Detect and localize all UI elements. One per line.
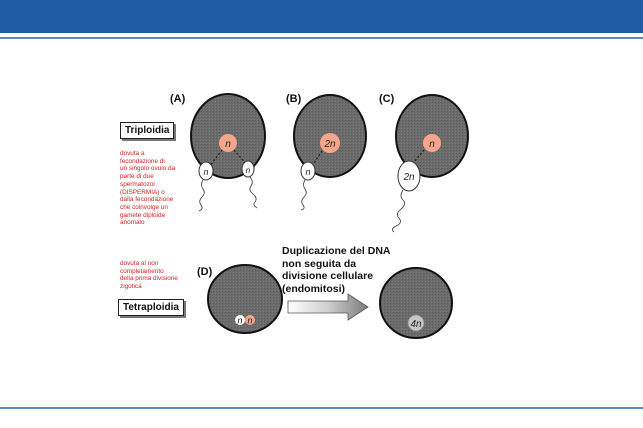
tetraploidia-label: Tetraploidia — [118, 299, 184, 316]
tetraploid-cause-note: dovuta al non completamento della prima … — [120, 260, 178, 291]
sperm-c-label: 2n — [402, 172, 415, 183]
panel-label-d: (D) — [197, 266, 213, 278]
nucleus-d-left — [235, 315, 245, 325]
dash-a2 — [233, 149, 247, 165]
sperm-b-tail — [300, 179, 307, 211]
header-bar — [0, 0, 643, 33]
panel-label-b: (B) — [286, 93, 302, 105]
sperm-a1-head — [198, 161, 214, 181]
sperm-a2-tail — [249, 176, 258, 209]
nucleus-d-right — [245, 315, 255, 325]
sperm-b-label: n — [305, 167, 310, 177]
endomitosis-arrow — [287, 293, 369, 321]
sperm-a1-tail — [198, 179, 205, 212]
nucleus-c-egg-label: n — [429, 139, 435, 150]
dash-c — [413, 149, 425, 163]
zygote-cell-d — [207, 264, 283, 334]
cell-result: 4n — [379, 267, 453, 339]
nucleus-result — [407, 314, 425, 332]
cell-c: n 2n — [392, 94, 469, 233]
panel-label-c: (C) — [379, 93, 395, 105]
nucleus-b-egg — [320, 133, 340, 153]
cell-b: 2n n — [293, 94, 367, 211]
header-rule — [0, 37, 643, 39]
tetraploid-cell — [379, 267, 453, 339]
sperm-b-head — [300, 161, 316, 181]
sperm-a1-label: n — [203, 167, 208, 177]
footer-rule — [0, 407, 643, 409]
cell-d: n n — [207, 264, 283, 334]
nucleus-d-right-label: n — [247, 316, 252, 326]
nucleus-a-egg-label: n — [225, 139, 231, 150]
panel-label-a: (A) — [170, 93, 186, 105]
cell-a: n n n — [190, 93, 266, 212]
nucleus-b-egg-label: 2n — [323, 139, 336, 150]
dash-b — [311, 150, 323, 167]
nucleus-a-egg — [219, 134, 237, 152]
dash-a1 — [209, 149, 223, 167]
sperm-a2-label: n — [246, 166, 251, 175]
nucleus-result-label: 4n — [410, 319, 422, 330]
sperm-c-tail — [392, 189, 405, 233]
triploidia-label: Triploidia — [120, 122, 175, 139]
duplication-text: Duplicazione del DNA non seguita da divi… — [282, 245, 391, 295]
sperm-c-head — [397, 160, 421, 192]
nucleus-d-left-label: n — [237, 316, 242, 326]
sperm-a2-head — [241, 160, 255, 178]
nucleus-c-egg — [423, 134, 441, 152]
triploid-cause-note: dovuta a fecondazione di un singolo ovul… — [120, 150, 176, 227]
